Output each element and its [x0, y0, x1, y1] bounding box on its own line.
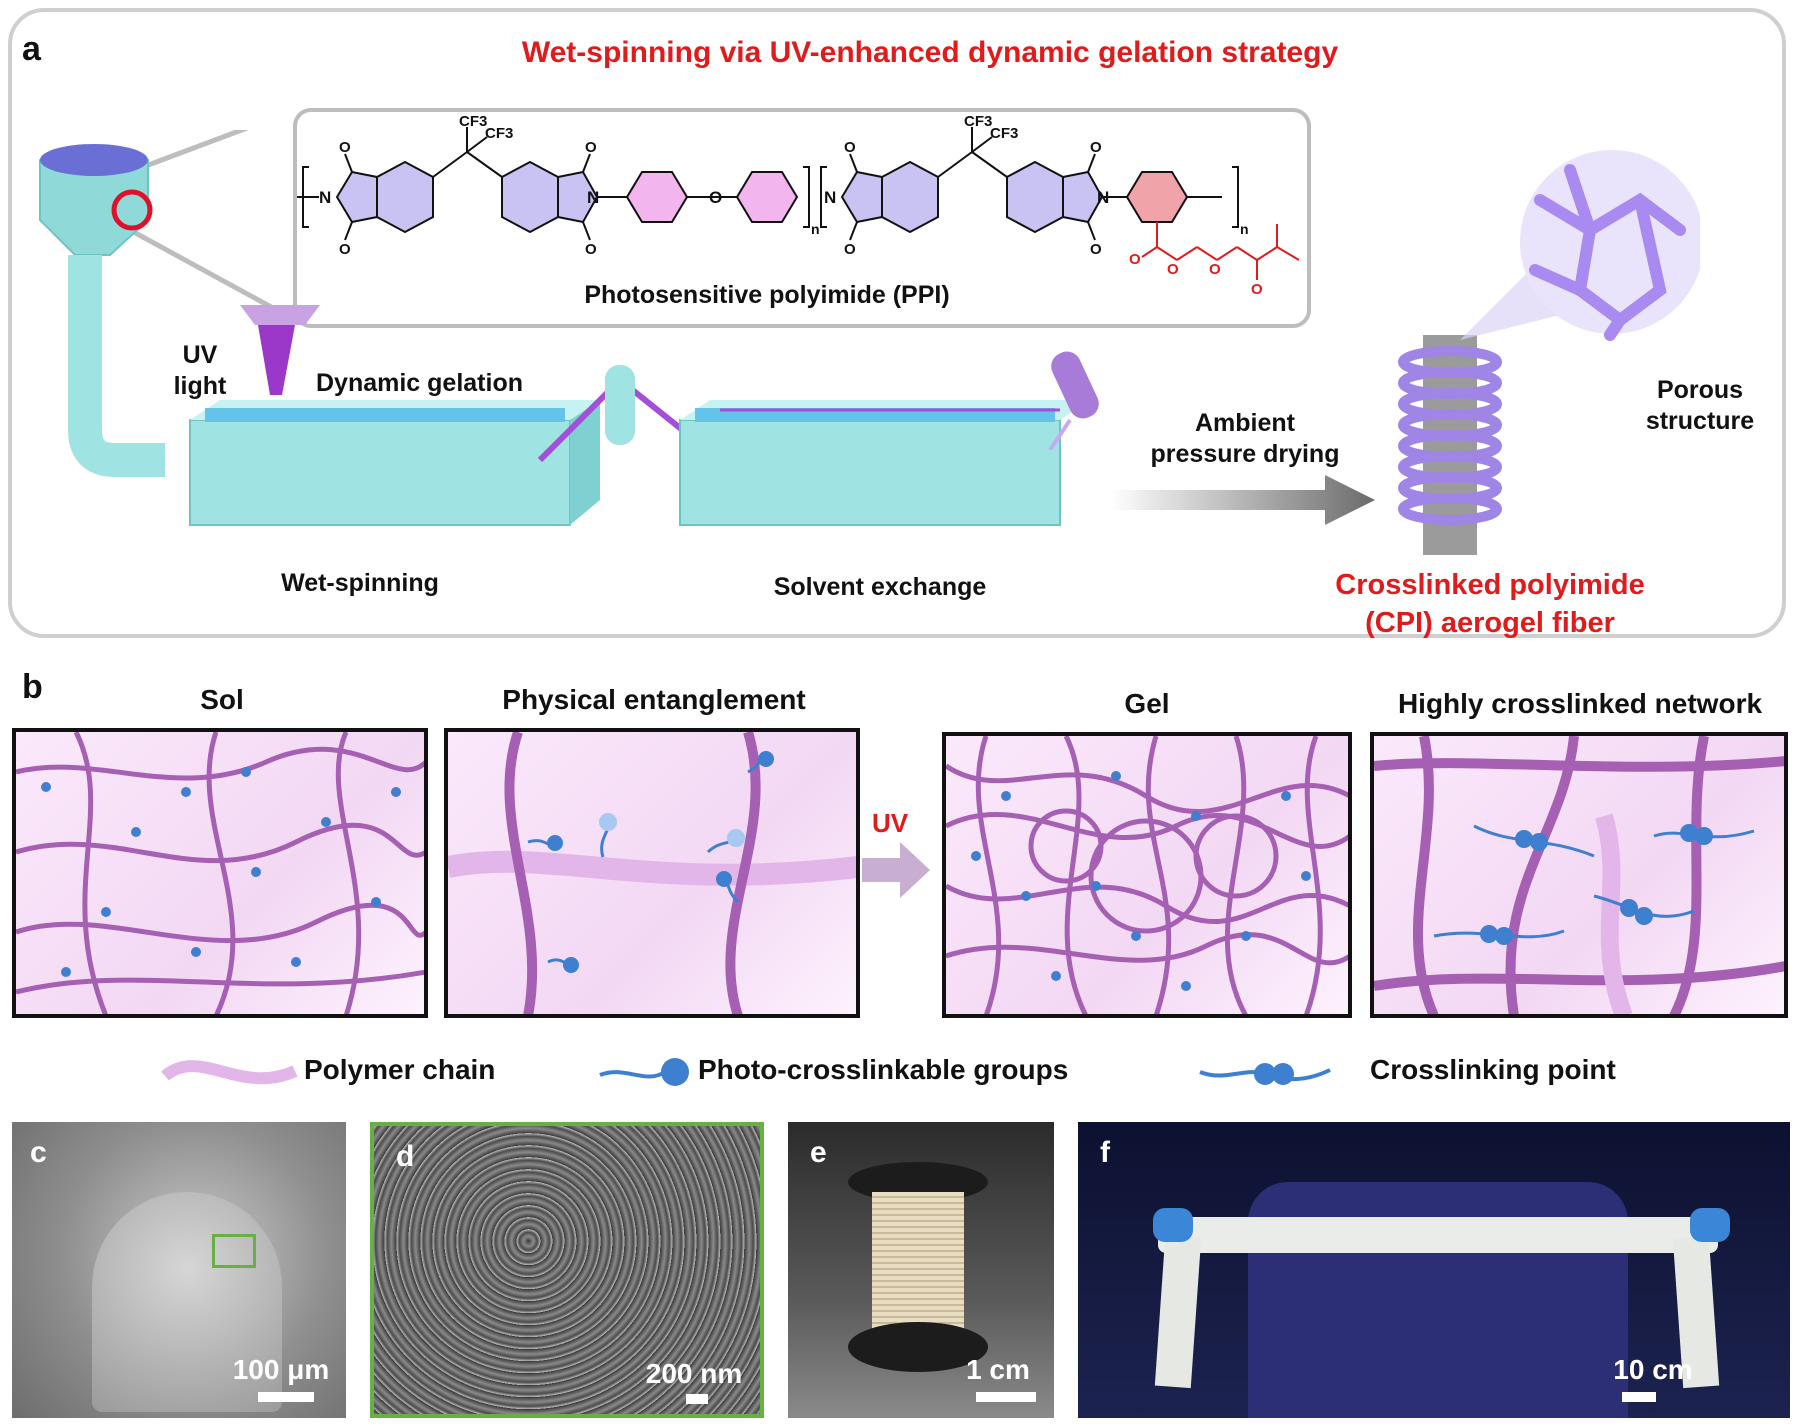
- svg-text:CF3: CF3: [964, 113, 992, 130]
- ppi-structure-svg: N N O n N N n CF3 CF3 CF3 CF3 O O O O O …: [297, 113, 1300, 298]
- svg-text:N: N: [824, 188, 836, 207]
- uv-arrow: [862, 842, 930, 898]
- crosslinking-point-legend-label: Crosslinking point: [1370, 1054, 1616, 1085]
- photo-crosslinkable-legend-label: Photo-crosslinkable groups: [698, 1054, 1069, 1085]
- panel-d-letter: d: [396, 1140, 415, 1173]
- physical-entanglement-title: Physical entanglement: [502, 684, 806, 715]
- panel-f-tape-photo: f 10 cm: [1078, 1122, 1790, 1418]
- svg-text:N: N: [1097, 188, 1109, 207]
- svg-text:O: O: [585, 139, 597, 156]
- chem-n-label: N: [319, 188, 331, 207]
- svg-text:CF3: CF3: [485, 125, 513, 142]
- panel-e-letter: e: [810, 1136, 827, 1169]
- svg-text:O: O: [1209, 261, 1221, 278]
- svg-text:O: O: [1090, 241, 1102, 258]
- sol-frame: [12, 728, 428, 1018]
- panel-f-scale-bar: [1622, 1392, 1656, 1402]
- wet-spinning-label: Wet-spinning: [281, 569, 439, 597]
- crosslinked-network-title: Highly crosslinked network: [1397, 688, 1763, 719]
- panel-d-sem-image: d 200 nm: [370, 1122, 764, 1418]
- svg-text:CF3: CF3: [459, 113, 487, 130]
- chemical-structure-box: N N O n N N n CF3 CF3 CF3 CF3 O O O O O …: [293, 108, 1311, 328]
- panel-e-scale-bar: [976, 1392, 1036, 1402]
- physical-entanglement-frame: [444, 728, 860, 1018]
- svg-text:O: O: [844, 139, 856, 156]
- solvent-exchange-label: Solvent exchange: [773, 573, 987, 601]
- zoom-region-box: [212, 1234, 256, 1268]
- panel-b-letter: b: [22, 668, 43, 706]
- polymer-chain-legend-icon: [161, 1060, 298, 1085]
- uv-arrow-label: UV: [871, 808, 909, 838]
- ppi-label: Photosensitive polyimide (PPI): [584, 281, 950, 309]
- gel-frame: [942, 732, 1352, 1018]
- panel-e-spool-photo: e 1 cm: [788, 1122, 1054, 1418]
- panel-c-letter: c: [30, 1136, 47, 1169]
- svg-text:O: O: [339, 139, 351, 156]
- polymer-chain-legend-label: Polymer chain: [304, 1054, 496, 1085]
- svg-text:O: O: [1167, 261, 1179, 278]
- dynamic-gelation-label: Dynamic gelation: [316, 369, 523, 397]
- photo-crosslinkable-legend-icon: [599, 1058, 689, 1086]
- svg-text:O: O: [585, 241, 597, 258]
- gel-title: Gel: [1124, 688, 1170, 719]
- svg-text:N: N: [587, 188, 599, 207]
- panel-c-sem-image: c 100 μm: [12, 1122, 346, 1418]
- svg-text:n: n: [811, 221, 820, 237]
- panel-d-scale-label: 200 nm: [645, 1358, 743, 1389]
- svg-text:n: n: [1240, 221, 1249, 237]
- zoom-circle: [111, 189, 153, 231]
- svg-text:O: O: [1129, 251, 1141, 268]
- spinning-apparatus-svg: [39, 130, 600, 526]
- svg-text:O: O: [1090, 139, 1102, 156]
- panel-f-scale-label: 10 cm: [1613, 1354, 1693, 1385]
- cpi-aerogel-fiber-label: Crosslinked polyimide(CPI) aerogel fiber: [1335, 569, 1645, 639]
- svg-text:CF3: CF3: [990, 125, 1018, 142]
- porous-structure-svg: [1460, 150, 1700, 341]
- sol-title: Sol: [200, 684, 244, 715]
- svg-text:O: O: [844, 241, 856, 258]
- svg-text:O: O: [1251, 281, 1263, 298]
- drying-arrow: [1110, 475, 1375, 525]
- panel-d-scale-bar: [686, 1394, 708, 1404]
- panel-e-scale-label: 1 cm: [966, 1354, 1030, 1385]
- crosslinked-network-frame: [1370, 732, 1788, 1018]
- panel-c-scale-bar: [258, 1392, 314, 1402]
- panel-c-scale-label: 100 μm: [232, 1354, 330, 1385]
- svg-text:O: O: [709, 188, 722, 207]
- panel-a-title: Wet-spinning via UV-enhanced dynamic gel…: [521, 36, 1339, 69]
- panel-f-letter: f: [1100, 1136, 1110, 1169]
- panel-a-letter: a: [22, 30, 41, 68]
- solvent-exchange-svg: [537, 365, 1090, 526]
- aerogel-fiber-coil-svg: [1398, 335, 1502, 555]
- take-up-roller-svg: [1048, 351, 1099, 450]
- crosslinking-point-legend-icon: [1199, 1063, 1331, 1085]
- svg-text:O: O: [339, 241, 351, 258]
